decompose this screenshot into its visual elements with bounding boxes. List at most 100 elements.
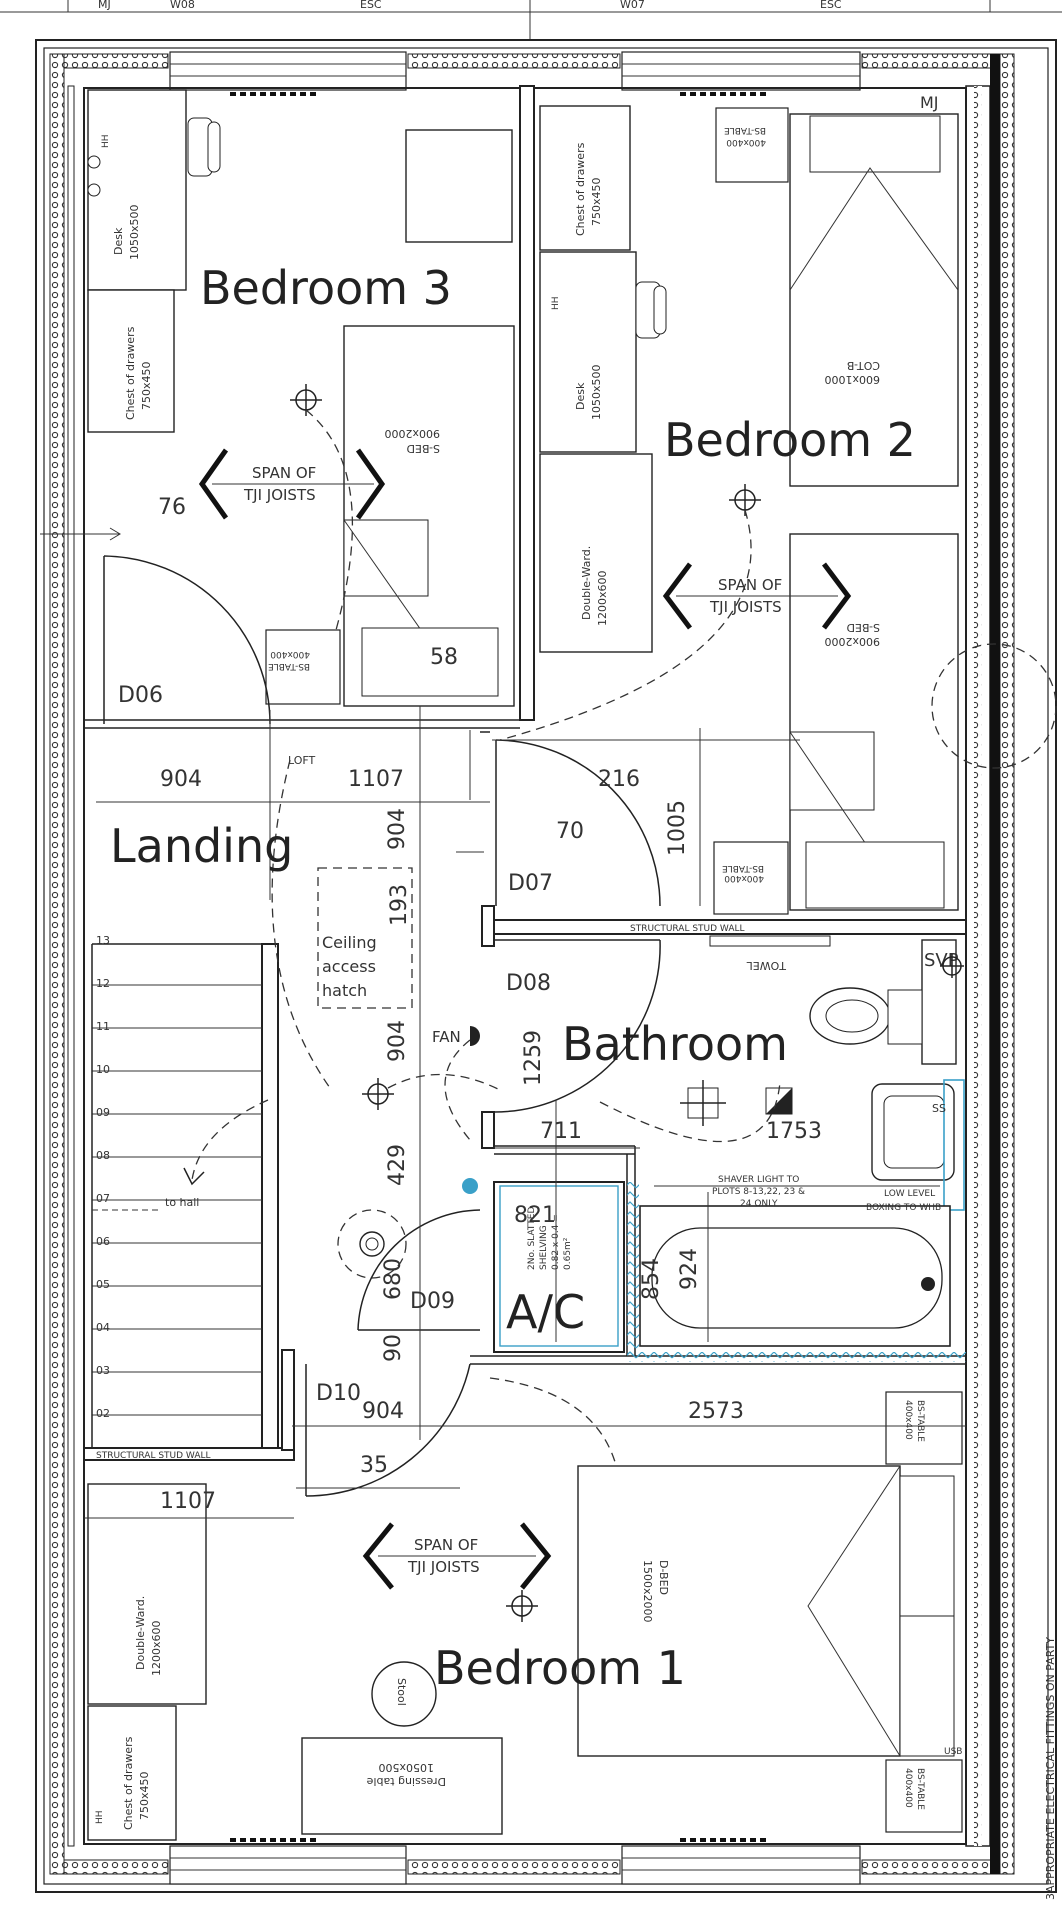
ceiling-hatch-label-3: hatch bbox=[322, 981, 367, 1000]
dim-1005: 1005 bbox=[665, 800, 690, 856]
top-label-w08: W08 bbox=[170, 0, 195, 11]
cotb-label: COT-B bbox=[847, 359, 880, 372]
dim-680: 680 bbox=[381, 1258, 406, 1300]
desk-label: Desk bbox=[112, 227, 125, 255]
bstable-size-b2a: 400x400 bbox=[726, 137, 766, 147]
stair-09: 09 bbox=[96, 1106, 110, 1119]
dbed-label: D-BED bbox=[657, 1560, 670, 1595]
bstable-label-b1b: BS-TABLE bbox=[915, 1768, 925, 1810]
room-bedroom-3: Bedroom 3 bbox=[200, 261, 452, 315]
room-bedroom-2: Bedroom 2 bbox=[664, 413, 916, 467]
wardrobe-size-b2: 1200x600 bbox=[596, 570, 609, 626]
hh-label-b2: HH bbox=[551, 296, 561, 310]
chest-label-b3: Chest of drawers bbox=[124, 326, 137, 420]
dimension-texts: 76 58 904 1107 904 216 70 1005 193 904 1… bbox=[158, 495, 822, 1514]
top-label-esc2: ESC bbox=[820, 0, 842, 11]
room-ac: A/C bbox=[506, 1285, 585, 1339]
shelving-note-1: 2No. SLATTED bbox=[527, 1207, 537, 1270]
chest-label-b1: Chest of drawers bbox=[122, 1736, 135, 1830]
dim-35: 35 bbox=[360, 1453, 388, 1478]
dim-2573: 2573 bbox=[688, 1399, 744, 1424]
lowlevel-note-1: LOW LEVEL bbox=[884, 1189, 935, 1199]
dim-904-vertical-b: 904 bbox=[385, 1020, 410, 1062]
dim-1259: 1259 bbox=[521, 1030, 546, 1086]
bstable-size-b2b: 400x400 bbox=[724, 873, 764, 883]
shelving-note-2: SHELVING bbox=[539, 1225, 549, 1270]
wardrobe-label-b2: Double-Ward. bbox=[580, 546, 593, 620]
svp-label: SVP bbox=[924, 950, 959, 971]
dim-193: 193 bbox=[387, 884, 412, 926]
stair-06: 06 bbox=[96, 1235, 110, 1248]
ceiling-hatch-label-1: Ceiling bbox=[322, 933, 377, 952]
top-header: MJ W08 ESC W07 ESC bbox=[0, 0, 1062, 40]
bstable-label-b2b: BS-TABLE bbox=[722, 863, 764, 873]
bathroom-fixtures: SVP TOWEL SS FAN SHAVER LIGHT TO PLOTS 8… bbox=[432, 935, 965, 1356]
bstable-size-b3: 400x400 bbox=[270, 649, 310, 659]
staircase: 13 12 11 10 09 08 07 06 05 04 03 02 to h… bbox=[91, 934, 269, 1448]
sbed-label-b3: S-BED bbox=[406, 442, 440, 455]
dim-429: 429 bbox=[385, 1144, 410, 1186]
span-label-b2-2: TJI JOISTS bbox=[709, 598, 782, 616]
stair-05: 05 bbox=[96, 1278, 110, 1291]
dim-904-landing: 904 bbox=[160, 767, 202, 792]
label-mj: MJ bbox=[920, 93, 939, 112]
dim-1107-lower: 1107 bbox=[160, 1489, 216, 1514]
stair-12: 12 bbox=[96, 977, 110, 990]
room-bathroom: Bathroom bbox=[562, 1017, 788, 1071]
label-structural-wall-upper: STRUCTURAL STUD WALL bbox=[630, 924, 745, 934]
stair-02: 02 bbox=[96, 1407, 110, 1420]
dim-904-lower: 904 bbox=[362, 1399, 404, 1424]
dim-924: 924 bbox=[677, 1248, 702, 1290]
dressing-label: Dressing table bbox=[366, 1775, 446, 1788]
stair-08: 08 bbox=[96, 1149, 110, 1162]
dimension-lines bbox=[40, 527, 966, 1519]
desk-label-b2: Desk bbox=[574, 382, 587, 410]
dim-904-vertical-a: 904 bbox=[385, 808, 410, 850]
hh-label: HH bbox=[101, 134, 111, 148]
room-landing: Landing bbox=[110, 819, 293, 873]
span-label-b1-1: SPAN OF bbox=[414, 1536, 478, 1554]
door-d08: D08 bbox=[506, 971, 551, 996]
fan-label: FAN bbox=[432, 1028, 461, 1046]
label-structural-wall-lower: STRUCTURAL STUD WALL bbox=[96, 1451, 211, 1461]
wardrobe-label-b1: Double-Ward. bbox=[134, 1596, 147, 1670]
dim-821: 821 bbox=[514, 1203, 556, 1228]
span-label-b2-1: SPAN OF bbox=[718, 576, 782, 594]
span-annotations: SPAN OF TJI JOISTS SPAN OF TJI JOISTS SP… bbox=[198, 448, 852, 1590]
party-wall-note: 3APPROPRIATE ELECTRICAL FITTINGS ON PART… bbox=[1044, 1637, 1057, 1900]
bstable-label-b1a: BS-TABLE bbox=[915, 1400, 925, 1442]
door-d07: D07 bbox=[508, 871, 553, 896]
stair-10: 10 bbox=[96, 1063, 110, 1076]
shaver-note-3: 24 ONLY bbox=[740, 1199, 778, 1209]
dim-90: 90 bbox=[381, 1334, 406, 1362]
external-walls: MJ bbox=[35, 39, 1057, 1893]
shaver-note-2: PLOTS 8-13,22, 23 & bbox=[712, 1187, 805, 1197]
dim-58: 58 bbox=[430, 645, 458, 670]
ceiling-hatch-label-2: access bbox=[322, 957, 376, 976]
room-labels: Bedroom 3 Bedroom 2 Landing Bathroom A/C… bbox=[110, 261, 916, 1695]
span-label-b3-2: TJI JOISTS bbox=[243, 486, 316, 504]
usb-label: USB bbox=[944, 1747, 962, 1757]
internal-walls: STRUCTURAL STUD WALL STRUCTURAL STUD WAL… bbox=[83, 85, 967, 1461]
chest-size-b3: 750x450 bbox=[140, 361, 153, 410]
bstable-size-b1a: 400x400 bbox=[903, 1400, 913, 1440]
dim-216: 216 bbox=[598, 767, 640, 792]
chest-size-b2: 750x450 bbox=[590, 177, 603, 226]
bstable-size-b1b: 400x400 bbox=[903, 1768, 913, 1808]
dim-70: 70 bbox=[556, 819, 584, 844]
ss-label: SS bbox=[932, 1102, 946, 1115]
door-d09: D09 bbox=[410, 1289, 455, 1314]
doors: D06 D07 D08 D09 D10 bbox=[103, 555, 661, 1581]
dim-76: 76 bbox=[158, 495, 186, 520]
dressing-size: 1050x500 bbox=[378, 1761, 434, 1774]
stair-04: 04 bbox=[96, 1321, 110, 1334]
wardrobe-size-b1: 1200x600 bbox=[150, 1620, 163, 1676]
top-label-esc1: ESC bbox=[360, 0, 382, 11]
dim-854: 854 bbox=[639, 1258, 664, 1300]
chest-label-b2: Chest of drawers bbox=[574, 142, 587, 236]
desk-size: 1050x500 bbox=[128, 204, 141, 260]
chest-size-b1: 750x450 bbox=[138, 1771, 151, 1820]
bedroom2-furniture: Chest of drawers 750x450 HH Desk 1050x50… bbox=[499, 105, 1057, 915]
bedroom3-furniture: Desk 1050x500 HH Chest of drawers 750x45… bbox=[87, 89, 515, 707]
sbed-label-b2: S-BED bbox=[846, 621, 880, 634]
